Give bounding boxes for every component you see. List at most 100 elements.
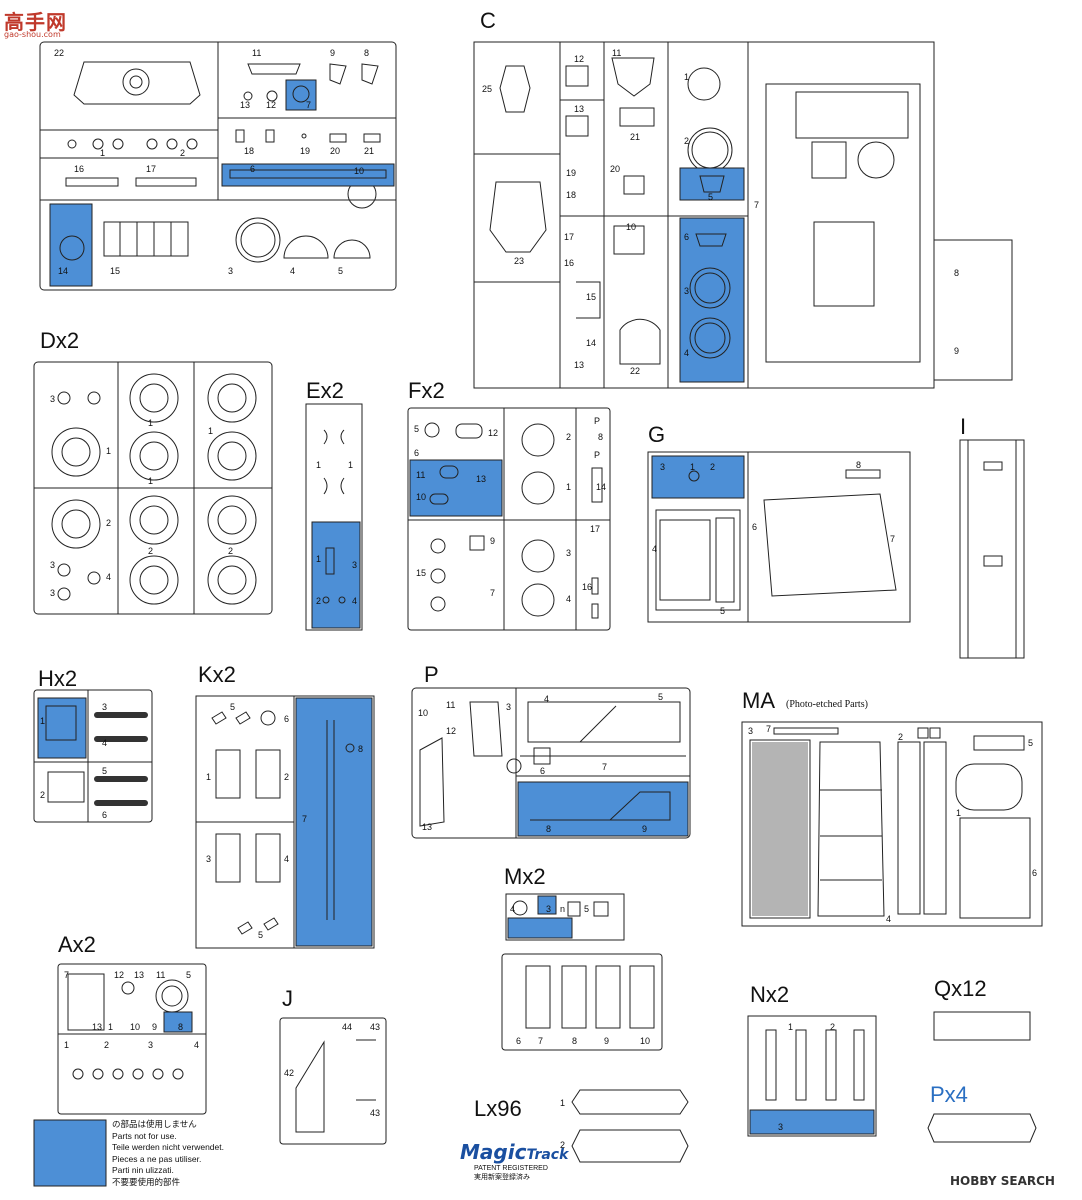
svg-text:12: 12 <box>488 428 498 438</box>
svg-text:5: 5 <box>338 266 343 276</box>
legend-line-de: Teile werden nicht verwendet. <box>112 1142 224 1152</box>
svg-text:9: 9 <box>642 824 647 834</box>
sprue-m-label: Mx2 <box>504 864 546 889</box>
svg-text:14: 14 <box>586 338 596 348</box>
track-l <box>571 1089 689 1163</box>
legend-line-en: Parts not for use. <box>112 1130 177 1141</box>
svg-text:1: 1 <box>956 808 961 818</box>
svg-text:11: 11 <box>156 970 165 980</box>
svg-text:7: 7 <box>302 814 307 824</box>
svg-text:2: 2 <box>684 136 689 146</box>
svg-text:10: 10 <box>640 1036 650 1046</box>
svg-text:13: 13 <box>422 822 432 832</box>
sprue-c <box>473 41 1013 389</box>
svg-text:2: 2 <box>40 790 45 800</box>
svg-text:10: 10 <box>418 708 428 718</box>
svg-text:7: 7 <box>602 762 607 772</box>
svg-text:1: 1 <box>316 460 321 470</box>
svg-text:2: 2 <box>898 732 903 742</box>
svg-text:8: 8 <box>856 460 861 470</box>
svg-text:1: 1 <box>788 1022 793 1032</box>
svg-text:6: 6 <box>284 714 289 724</box>
svg-text:10: 10 <box>130 1022 140 1032</box>
sprue-m <box>501 893 663 1051</box>
sprue-a <box>57 963 207 1115</box>
svg-text:6: 6 <box>752 522 757 532</box>
svg-text:2: 2 <box>316 596 321 606</box>
svg-text:7: 7 <box>766 724 771 734</box>
svg-text:2: 2 <box>830 1022 835 1032</box>
svg-text:1: 1 <box>690 462 695 472</box>
svg-text:5: 5 <box>102 766 107 776</box>
sprue-top-left <box>39 41 397 291</box>
svg-text:23: 23 <box>514 256 524 266</box>
svg-text:2: 2 <box>284 772 289 782</box>
sprue-e-label: Ex2 <box>306 378 344 403</box>
svg-text:6: 6 <box>540 766 545 776</box>
sprue-p-label: P <box>424 662 439 687</box>
svg-text:11: 11 <box>446 700 455 710</box>
svg-text:3: 3 <box>660 462 665 472</box>
sprue-g <box>647 451 911 623</box>
svg-text:6: 6 <box>414 448 419 458</box>
svg-text:16: 16 <box>564 258 574 268</box>
svg-text:4: 4 <box>194 1040 199 1050</box>
svg-text:19: 19 <box>300 146 310 156</box>
svg-text:5: 5 <box>258 930 263 940</box>
svg-text:2: 2 <box>180 148 185 158</box>
svg-text:5: 5 <box>1028 738 1033 748</box>
svg-text:13: 13 <box>574 104 584 114</box>
svg-text:20: 20 <box>330 146 340 156</box>
svg-text:15: 15 <box>416 568 426 578</box>
svg-text:5: 5 <box>414 424 419 434</box>
svg-text:7: 7 <box>754 200 759 210</box>
patent-en: PATENT REGISTERED <box>474 1165 548 1172</box>
svg-text:1: 1 <box>64 1040 69 1050</box>
svg-text:4: 4 <box>566 594 571 604</box>
svg-text:3: 3 <box>546 904 551 914</box>
svg-text:11: 11 <box>612 48 621 58</box>
svg-text:4: 4 <box>684 348 689 358</box>
svg-text:4: 4 <box>290 266 295 276</box>
svg-text:3: 3 <box>50 394 55 404</box>
svg-text:12: 12 <box>266 100 276 110</box>
svg-text:12: 12 <box>446 726 456 736</box>
ma-mesh <box>752 742 808 916</box>
svg-text:13: 13 <box>134 970 144 980</box>
svg-text:6: 6 <box>250 164 255 174</box>
svg-text:4: 4 <box>510 904 515 914</box>
svg-text:1: 1 <box>206 772 211 782</box>
svg-text:7: 7 <box>490 588 495 598</box>
svg-text:3: 3 <box>206 854 211 864</box>
sprue-px-label: Px4 <box>930 1082 968 1107</box>
svg-text:21: 21 <box>630 132 640 142</box>
svg-text:6: 6 <box>684 232 689 242</box>
svg-text:16: 16 <box>74 164 84 174</box>
sprue-d-label: Dx2 <box>40 328 80 353</box>
patent-jp: 実用新案登録済み <box>474 1174 530 1181</box>
svg-text:5: 5 <box>658 692 663 702</box>
svg-text:3: 3 <box>50 560 55 570</box>
svg-text:1: 1 <box>560 1098 565 1108</box>
svg-text:4: 4 <box>352 596 357 606</box>
svg-text:4: 4 <box>652 544 657 554</box>
svg-text:7: 7 <box>538 1036 543 1046</box>
svg-text:11: 11 <box>416 470 425 480</box>
svg-text:6: 6 <box>516 1036 521 1046</box>
sprue-j-label: J <box>282 986 293 1011</box>
svg-text:6: 6 <box>102 810 107 820</box>
svg-text:2: 2 <box>228 546 233 556</box>
svg-text:8: 8 <box>572 1036 577 1046</box>
legend-line-cn: 不要要使用的部件 <box>112 1176 181 1187</box>
svg-text:13: 13 <box>92 1022 102 1032</box>
svg-text:6: 6 <box>1032 868 1037 878</box>
sprue-q <box>933 1011 1031 1041</box>
svg-text:8: 8 <box>954 268 959 278</box>
svg-text:9: 9 <box>330 48 335 58</box>
svg-text:1: 1 <box>148 476 153 486</box>
legend: の部品は使用しません Parts not for use. Teile werd… <box>112 1119 224 1188</box>
svg-text:2: 2 <box>710 462 715 472</box>
sprue-i <box>959 439 1025 659</box>
sprue-ma <box>741 721 1043 927</box>
